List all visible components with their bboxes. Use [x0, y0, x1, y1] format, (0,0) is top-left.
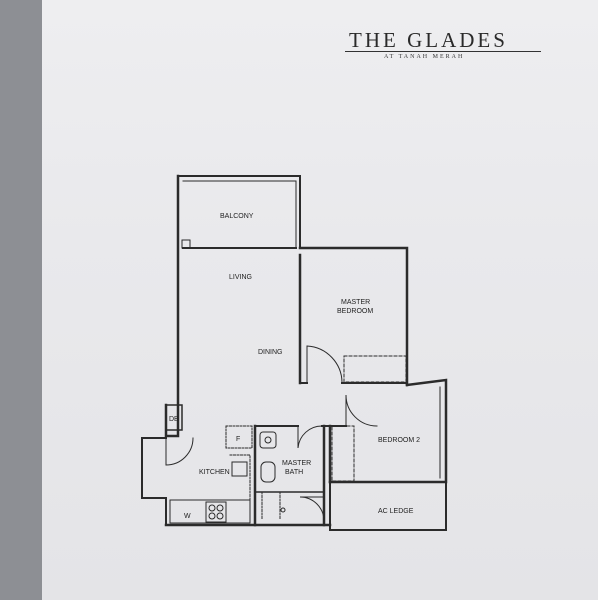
master-wardrobe — [343, 355, 407, 383]
kitchen-counter-edge — [229, 454, 251, 501]
wall-bedroom2-east — [328, 378, 448, 484]
basin-drain — [264, 436, 272, 444]
toilet — [260, 461, 276, 483]
hob-ring-3 — [208, 512, 216, 520]
door-bath-lower — [299, 496, 325, 522]
label-fridge: F — [236, 436, 240, 443]
shower-head — [280, 507, 286, 513]
label-master-bath-1: MASTER — [282, 460, 311, 467]
paper-sheet — [42, 0, 598, 600]
wall-balcony — [177, 175, 301, 249]
label-dining: DINING — [258, 349, 283, 356]
fridge-space — [225, 425, 253, 449]
wall-kitchen-west — [141, 437, 167, 526]
door-master-bath — [297, 425, 323, 449]
brand-underline — [345, 51, 541, 52]
hob-ring-2 — [216, 504, 224, 512]
label-master-bedroom-2: BEDROOM — [337, 308, 373, 315]
label-bedroom2: BEDROOM 2 — [378, 437, 420, 444]
wall-db — [165, 404, 183, 431]
wall-acledge — [329, 481, 447, 531]
door-kitchen — [165, 437, 194, 466]
wall-balcony-inner — [182, 180, 297, 249]
hob-ring-1 — [208, 504, 216, 512]
sink-kitchen — [231, 461, 248, 477]
label-db: DB — [169, 416, 179, 423]
label-kitchen: KITCHEN — [199, 469, 230, 476]
label-ac-ledge: AC LEDGE — [378, 508, 414, 515]
wash-basin — [259, 431, 277, 449]
door-master-bedroom — [306, 345, 343, 384]
hob-ring-4 — [216, 512, 224, 520]
label-master-bedroom-1: MASTER — [341, 299, 370, 306]
label-master-bath-2: BATH — [285, 469, 303, 476]
hob — [205, 501, 227, 523]
label-living: LIVING — [229, 274, 252, 281]
shower-line — [261, 491, 281, 521]
bedroom2-wardrobe — [331, 425, 355, 482]
wall-west — [164, 174, 180, 438]
brand-subtitle: AT TANAH MERAH — [384, 54, 465, 60]
door-bedroom2 — [345, 394, 378, 427]
brand-title: THE GLADES — [349, 28, 508, 52]
kitchen-counter — [169, 499, 251, 524]
label-washer: W — [184, 513, 191, 520]
wall-master-north — [298, 246, 409, 387]
balcony-drain — [181, 239, 191, 249]
label-balcony: BALCONY — [220, 213, 254, 220]
